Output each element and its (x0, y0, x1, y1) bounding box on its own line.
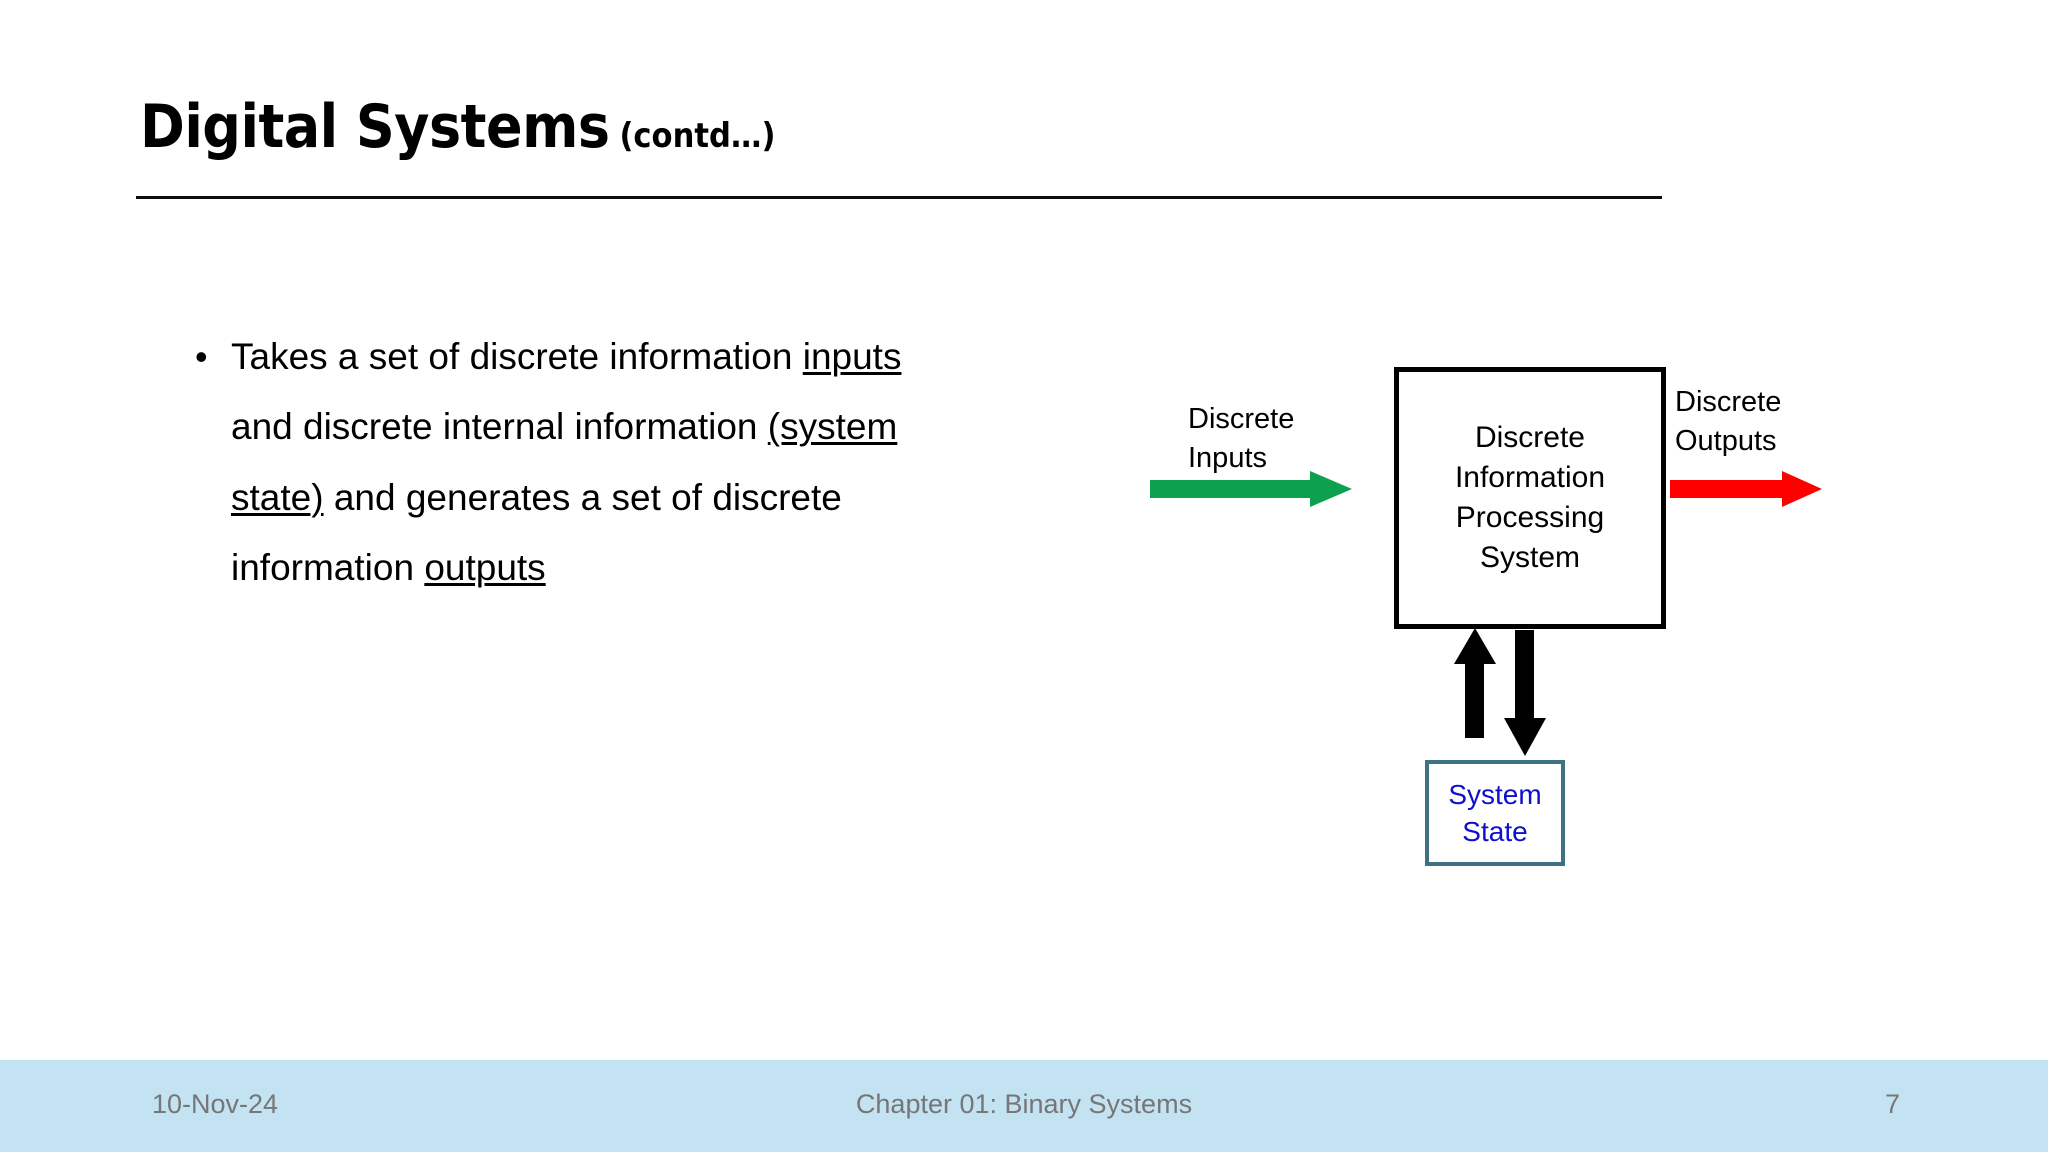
system-state-label: System State (1448, 776, 1541, 850)
processing-system-line4: System (1479, 540, 1580, 574)
page-title: Digital Systems(contd…) (140, 92, 1680, 162)
bullet-segment-3: (system state) (231, 406, 898, 518)
title-divider (136, 196, 1662, 199)
bullet-segment-4: and generates a set of discrete informat… (231, 476, 842, 588)
content-body: • Takes a set of discrete information in… (195, 322, 915, 603)
state-read-arrow-shaft (1465, 662, 1484, 738)
input-arrow-head (1310, 471, 1352, 507)
discrete-outputs-label-line1: Discrete (1675, 386, 1782, 418)
discrete-outputs-label-line2: Outputs (1675, 425, 1777, 458)
input-arrow-shaft (1150, 480, 1310, 498)
bullet-segment-2: and discrete internal information (231, 406, 768, 448)
output-arrow-head (1782, 471, 1822, 507)
slide-footer: 10-Nov-24 Chapter 01: Binary Systems 7 (0, 1060, 2048, 1152)
bullet-text: Takes a set of discrete information inpu… (231, 322, 915, 603)
footer-page-number: 7 (1884, 1089, 1900, 1119)
system-state-line1: System (1448, 778, 1542, 810)
system-block-diagram: Discrete Inputs Discrete Outputs Discret… (1120, 350, 2000, 900)
state-read-arrow-head (1454, 628, 1496, 664)
footer-date: 10-Nov-24 (152, 1089, 279, 1119)
list-item: • Takes a set of discrete information in… (195, 322, 915, 603)
processing-system-label: Discrete Information Processing System (1455, 418, 1605, 578)
bullet-segment-0: Takes a set of discrete information (231, 336, 803, 377)
discrete-outputs-label: Discrete Outputs (1675, 383, 1781, 461)
bullet-segment-1: inputs (802, 336, 902, 377)
title-suffix-text: (contd…) (619, 116, 776, 156)
state-write-arrow-head (1504, 718, 1546, 756)
system-state-line2: State (1462, 816, 1528, 847)
processing-system-box: Discrete Information Processing System (1394, 367, 1666, 629)
footer-chapter-title: Chapter 01: Binary Systems (855, 1089, 1193, 1119)
state-write-arrow-shaft (1515, 630, 1534, 718)
processing-system-line3: Processing (1455, 501, 1605, 534)
discrete-inputs-label-line1: Discrete (1188, 403, 1295, 435)
processing-system-line2: Information (1454, 461, 1606, 495)
output-arrow-shaft (1670, 480, 1782, 498)
bullet-marker: • (195, 336, 208, 377)
discrete-inputs-label-line2: Inputs (1188, 442, 1267, 475)
discrete-inputs-label: Discrete Inputs (1188, 400, 1294, 478)
bullet-segment-5: outputs (424, 546, 546, 588)
system-state-box: System State (1425, 760, 1565, 866)
processing-system-line1: Discrete (1474, 421, 1585, 455)
title-main-text: Digital Systems (140, 92, 610, 162)
